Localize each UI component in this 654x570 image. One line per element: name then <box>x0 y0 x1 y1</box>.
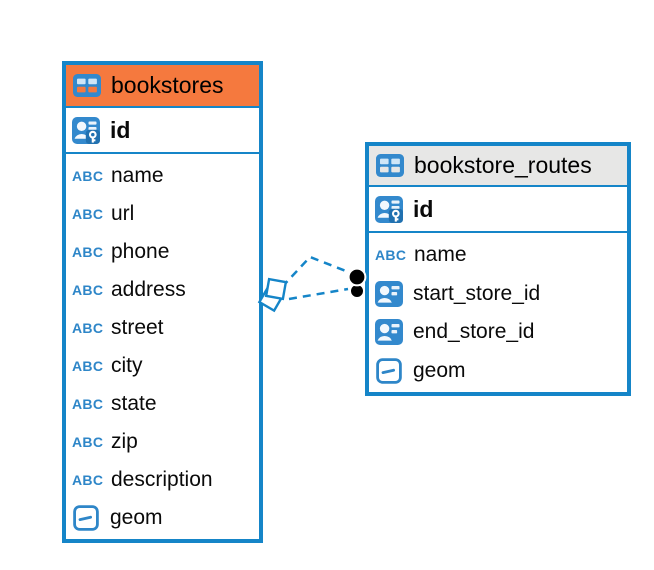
column-row-id[interactable]: id <box>66 108 259 154</box>
column-row-phone[interactable]: ABC phone <box>66 233 259 271</box>
column-label: state <box>111 392 157 415</box>
foreign-key-icon <box>375 280 403 307</box>
geometry-type-icon <box>72 505 100 531</box>
diamond-marker <box>257 277 288 313</box>
column-label: name <box>111 164 164 187</box>
column-row-description[interactable]: ABC description <box>66 461 259 499</box>
column-label: description <box>111 468 213 491</box>
relationship-line[interactable] <box>281 255 352 288</box>
column-label: address <box>111 278 186 301</box>
text-type-icon: ABC <box>72 282 104 298</box>
text-type-icon: ABC <box>72 396 104 412</box>
column-row-zip[interactable]: ABC zip <box>66 423 259 461</box>
primary-key-icon <box>72 116 100 144</box>
column-row-address[interactable]: ABC address <box>66 271 259 309</box>
geometry-type-icon <box>375 357 403 384</box>
column-label: name <box>414 243 467 267</box>
text-type-icon: ABC <box>72 206 104 222</box>
table-bookstores[interactable]: bookstores id ABC <box>62 61 263 543</box>
connection-dot <box>347 267 367 299</box>
column-row-end-store-id[interactable]: end_store_id <box>369 313 627 352</box>
column-label: city <box>111 354 143 377</box>
text-type-icon: ABC <box>72 472 104 488</box>
text-type-icon: ABC <box>72 320 104 336</box>
column-row-name[interactable]: ABC name <box>369 236 627 275</box>
table-title: bookstore_routes <box>414 152 592 178</box>
column-list: ABC name ABC url ABC phone ABC address A… <box>66 154 259 539</box>
column-row-geom[interactable]: geom <box>66 499 259 537</box>
column-row-start-store-id[interactable]: start_store_id <box>369 275 627 314</box>
column-label: geom <box>413 358 466 382</box>
foreign-key-icon <box>375 319 403 346</box>
column-row-street[interactable]: ABC street <box>66 309 259 347</box>
column-label: id <box>413 195 434 222</box>
column-row-id[interactable]: id <box>369 187 627 233</box>
column-list: ABC name start_store_id <box>369 233 627 392</box>
column-label: start_store_id <box>413 281 541 305</box>
text-type-icon: ABC <box>72 358 104 374</box>
column-row-state[interactable]: ABC state <box>66 385 259 423</box>
table-header-bookstore-routes[interactable]: bookstore_routes <box>369 146 627 187</box>
text-type-icon: ABC <box>72 244 104 260</box>
column-label: phone <box>111 240 170 263</box>
column-row-city[interactable]: ABC city <box>66 347 259 385</box>
table-bookstore-routes[interactable]: bookstore_routes id ABC <box>365 142 631 396</box>
relationship-line[interactable] <box>288 287 349 301</box>
text-type-icon: ABC <box>72 168 104 184</box>
table-icon <box>376 154 404 177</box>
column-label: geom <box>110 506 163 529</box>
table-title: bookstores <box>111 72 224 98</box>
column-label: url <box>111 202 135 225</box>
text-type-icon: ABC <box>72 434 104 450</box>
column-label: zip <box>111 430 138 453</box>
text-type-icon: ABC <box>375 247 407 264</box>
column-row-url[interactable]: ABC url <box>66 195 259 233</box>
table-icon <box>73 74 101 97</box>
column-row-name[interactable]: ABC name <box>66 157 259 195</box>
primary-key-icon <box>375 195 403 223</box>
column-row-geom[interactable]: geom <box>369 352 627 391</box>
column-label: end_store_id <box>413 320 535 344</box>
column-label: id <box>110 116 131 143</box>
column-label: street <box>111 316 164 339</box>
table-header-bookstores[interactable]: bookstores <box>66 65 259 108</box>
